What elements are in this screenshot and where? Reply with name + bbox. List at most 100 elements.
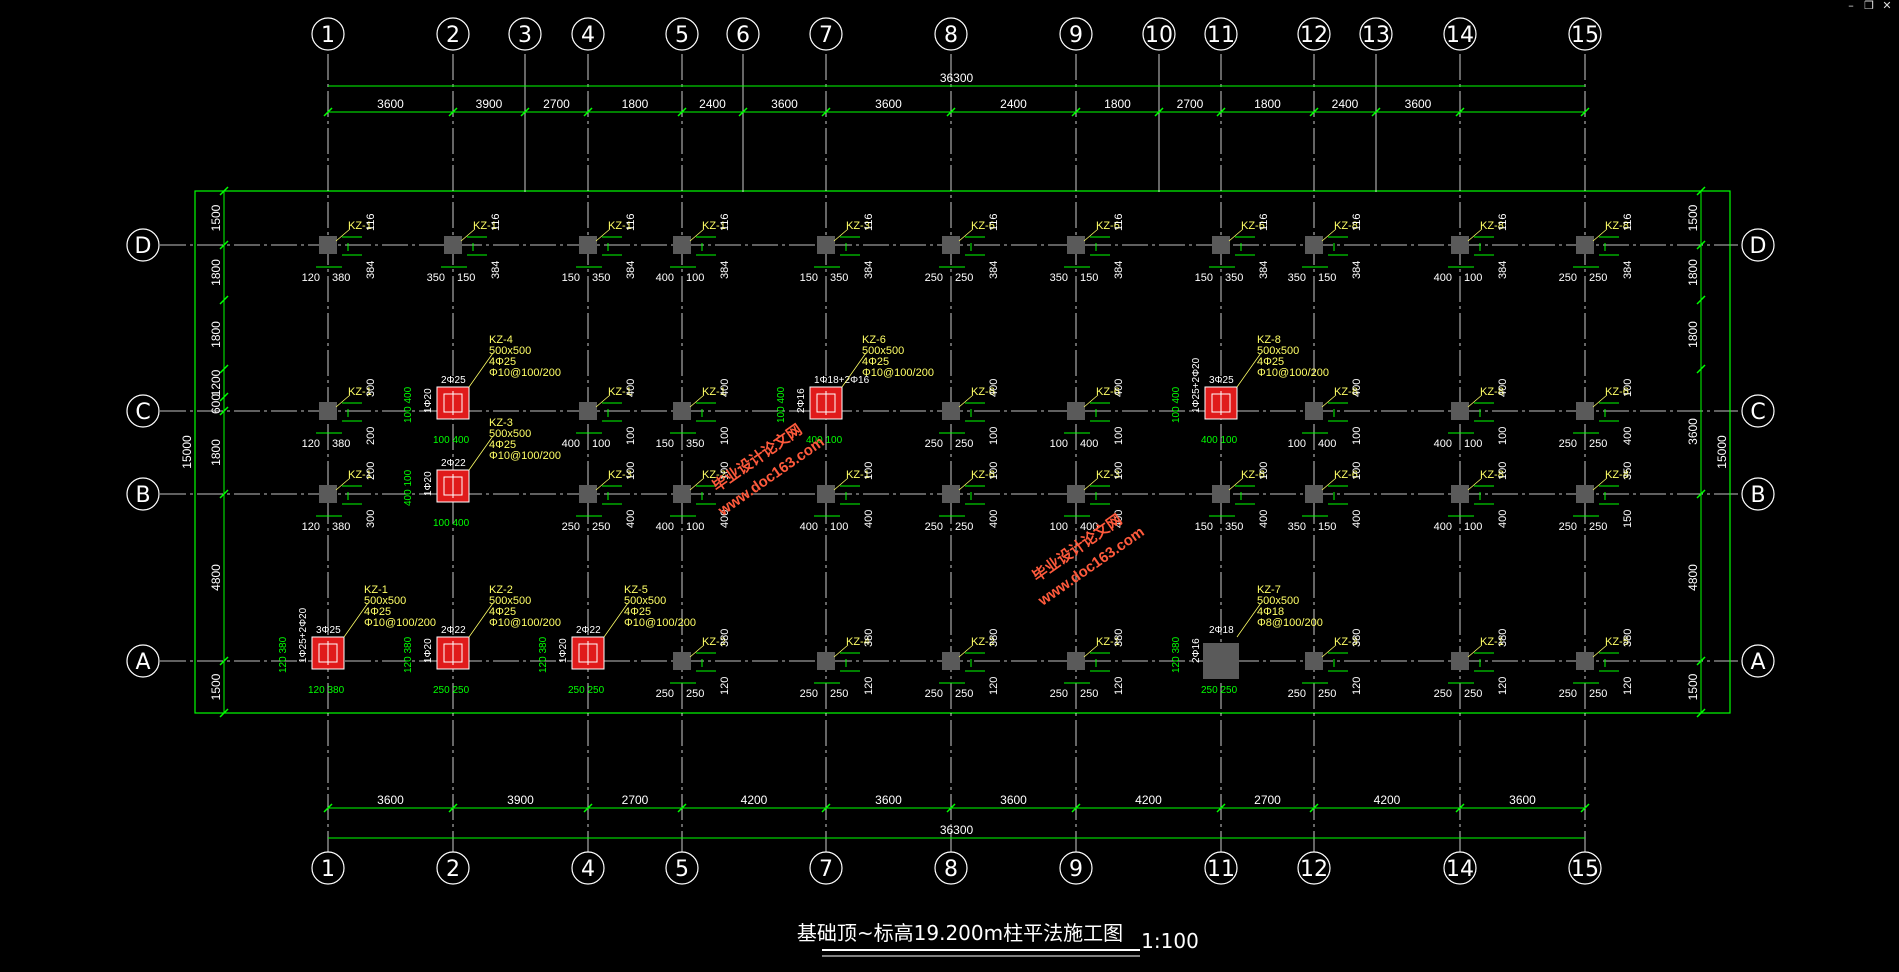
- column-dim-v1: 400: [1113, 379, 1125, 397]
- axis-bubble-bottom-4-circle: [571, 851, 605, 885]
- column-label: KZ-6: [1241, 469, 1265, 481]
- column-dim-v1: 116: [719, 213, 731, 231]
- column-dim-v2: 150: [1622, 510, 1634, 528]
- column-dim-b2: 100: [686, 521, 704, 533]
- detail-dim-h: 250 250: [568, 685, 605, 696]
- column-leader: [1228, 228, 1244, 242]
- axis-bubble-bottom-14-circle: [1443, 851, 1477, 885]
- restore-icon[interactable]: ❐: [1864, 0, 1874, 12]
- axis-bubble-top-14-label: 14: [1446, 23, 1474, 48]
- row-bubble-right-B-label: B: [1750, 483, 1765, 508]
- dim-bottom-tick-15: [1580, 803, 1590, 813]
- column-leader: [1321, 644, 1337, 658]
- dim-right-span-text: 4800: [1686, 564, 1700, 591]
- column-dim-b2: 250: [1464, 688, 1482, 700]
- column-dim-b1: 250: [656, 688, 674, 700]
- column-leader: [595, 477, 611, 491]
- detail-spec-line: 500x500: [624, 595, 666, 607]
- close-icon[interactable]: ✕: [1882, 0, 1892, 12]
- column-14A: [1451, 652, 1469, 670]
- detail-rebar-side: 1Φ20: [558, 638, 569, 663]
- column-dim-b2: 250: [955, 688, 973, 700]
- axis-bubble-top-10-label: 10: [1145, 23, 1173, 48]
- column-dim-v1: 380: [863, 629, 875, 647]
- column-label: KZ-6: [1605, 386, 1629, 398]
- column-dim-v1: 100: [863, 462, 875, 480]
- column-1C: [319, 402, 337, 420]
- dim-left-span-text: 1800: [209, 439, 223, 466]
- dim-top-tick-1: [323, 107, 333, 117]
- dim-left-total-text: 15000: [180, 435, 194, 469]
- detail-rebar-top: 2Φ25: [441, 375, 466, 386]
- detail-leader: [603, 602, 629, 638]
- detail-dim-v: 400 100: [403, 469, 414, 506]
- column-dim-v1: 400: [1351, 379, 1363, 397]
- detail-leader: [1236, 602, 1262, 638]
- dim-right-span-text: 1500: [1686, 204, 1700, 231]
- axis-bubble-top-15-label: 15: [1571, 23, 1599, 48]
- dim-bottom-tick-9: [1071, 803, 1081, 813]
- dim-top-tick-10: [1154, 107, 1164, 117]
- column-dim-v1: 100: [719, 462, 731, 480]
- dim-bottom-tick-7: [821, 803, 831, 813]
- dim-bottom-tick-5: [677, 803, 687, 813]
- row-bubble-left-B-label: B: [135, 483, 150, 508]
- axis-bubble-top-12-circle: [1297, 17, 1331, 51]
- column-dim-v2: 120: [719, 677, 731, 695]
- axis-bubble-bottom-7-circle: [809, 851, 843, 885]
- column-label: KZ-3: [846, 220, 870, 232]
- dim-top-tick-8: [946, 107, 956, 117]
- axis-bubble-top-11-label: 11: [1207, 23, 1235, 48]
- dim-left-tick: [219, 406, 229, 416]
- column-12D: [1305, 236, 1323, 254]
- column-dim-v2: 100: [1351, 427, 1363, 445]
- column-7A: [817, 652, 835, 670]
- dim-top-tick-4: [583, 107, 593, 117]
- dim-bottom-tick-1: [323, 803, 333, 813]
- column-dim-v1: 400: [1497, 379, 1509, 397]
- column-dim-b2: 350: [592, 272, 610, 284]
- axis-bubble-bottom-15-circle: [1568, 851, 1602, 885]
- row-bubble-right-C-label: C: [1750, 400, 1765, 425]
- column-label: KZ-8: [1480, 469, 1504, 481]
- axis-bubble-bottom-11-label: 11: [1207, 857, 1235, 882]
- row-bubble-left-D-label: D: [135, 234, 152, 259]
- column-dim-b2: 350: [686, 438, 704, 450]
- column-dim-v1: 380: [719, 629, 731, 647]
- detail-spec-line: 500x500: [489, 428, 531, 440]
- column-dim-b1: 350: [1050, 272, 1068, 284]
- column-dim-v1: 380: [1113, 629, 1125, 647]
- column-dim-b1: 250: [1559, 688, 1577, 700]
- column-leader: [1467, 477, 1483, 491]
- column-leader: [689, 394, 705, 408]
- dim-top-tick-6: [738, 107, 748, 117]
- dim-right-tick: [1696, 364, 1706, 374]
- axis-bubble-top-3-label: 3: [518, 23, 532, 48]
- detail-dim-v: 100 400: [403, 386, 414, 423]
- column-label: KZ-6: [971, 220, 995, 232]
- column-dim-v2: 400: [1351, 510, 1363, 528]
- column-label: KZ-8: [1605, 220, 1629, 232]
- detail-label: KZ-5: [624, 584, 648, 596]
- dim-left-span-text: 1500: [209, 673, 223, 700]
- dim-top-span-text: 2400: [699, 97, 726, 111]
- dim-left-tick: [219, 656, 229, 666]
- column-dim-v2: 120: [1113, 677, 1125, 695]
- row-bubble-left-D-circle: [126, 228, 160, 262]
- column-dim-b2: 250: [1589, 272, 1607, 284]
- column-dim-b1: 120: [302, 272, 320, 284]
- column-dim-v1: 380: [1497, 629, 1509, 647]
- column-5A: [673, 652, 691, 670]
- column-dim-v1: 116: [1113, 213, 1125, 231]
- detail-leader: [468, 352, 494, 388]
- column-dim-v1: 100: [1113, 462, 1125, 480]
- column-dim-b1: 350: [1288, 521, 1306, 533]
- minimize-icon[interactable]: –: [1848, 0, 1854, 12]
- column-dim-v1: 100: [1497, 462, 1509, 480]
- dim-left-span-text: 1500: [209, 204, 223, 231]
- axis-bubble-bottom-5-label: 5: [675, 857, 689, 882]
- detail-label: KZ-2: [489, 584, 513, 596]
- column-9A: [1067, 652, 1085, 670]
- dim-top-tick-5: [677, 107, 687, 117]
